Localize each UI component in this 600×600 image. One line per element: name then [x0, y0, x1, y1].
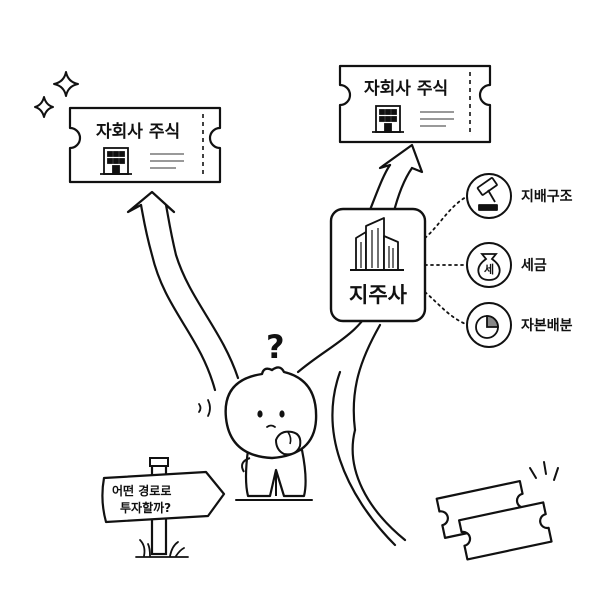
holding-company-box: 지주사	[329, 207, 427, 323]
hub-connectors	[424, 195, 469, 326]
right-road-arrowhead	[378, 143, 424, 174]
aspect-capital-allocation: 자본배분	[466, 302, 573, 348]
holding-company-label: 지주사	[349, 283, 408, 307]
tax-bag-badge: 세	[484, 262, 494, 276]
ticket-lines	[150, 153, 184, 169]
right-road	[296, 143, 424, 547]
right-ticket: 자회사 주식	[338, 64, 492, 144]
left-road-arrowhead	[126, 190, 176, 214]
aspect-tax: 세 세금	[466, 242, 547, 288]
shine-lines	[529, 461, 559, 481]
left-ticket: 자회사 주식	[68, 106, 222, 184]
stacked-tickets	[435, 461, 559, 561]
building-icon	[100, 147, 132, 175]
skyscraper-icon	[350, 217, 404, 271]
left-road	[126, 190, 240, 392]
gavel-icon	[476, 177, 498, 211]
aspect-tax-label: 세금	[521, 258, 547, 274]
signpost-line2: 투자할까?	[120, 500, 171, 515]
ticket-lines	[420, 111, 454, 127]
pie-chart-icon	[475, 315, 499, 339]
signpost: 어떤 경로로 투자할까?	[101, 457, 226, 558]
confused-character: ?	[198, 328, 318, 501]
money-bag-icon	[477, 253, 501, 281]
grass-icon	[135, 539, 189, 558]
signpost-line1: 어떤 경로로	[112, 483, 171, 498]
aspect-capital-allocation-label: 자본배분	[521, 318, 573, 334]
aspect-governance-label: 지배구조	[521, 189, 573, 205]
aspect-governance: 지배구조	[466, 173, 573, 219]
right-ticket-label: 자회사 주식	[364, 79, 448, 99]
question-mark: ?	[266, 328, 285, 366]
sparkle-icon	[34, 71, 79, 118]
left-ticket-label: 자회사 주식	[96, 122, 180, 142]
motion-lines	[198, 399, 211, 417]
building-icon	[372, 105, 404, 133]
